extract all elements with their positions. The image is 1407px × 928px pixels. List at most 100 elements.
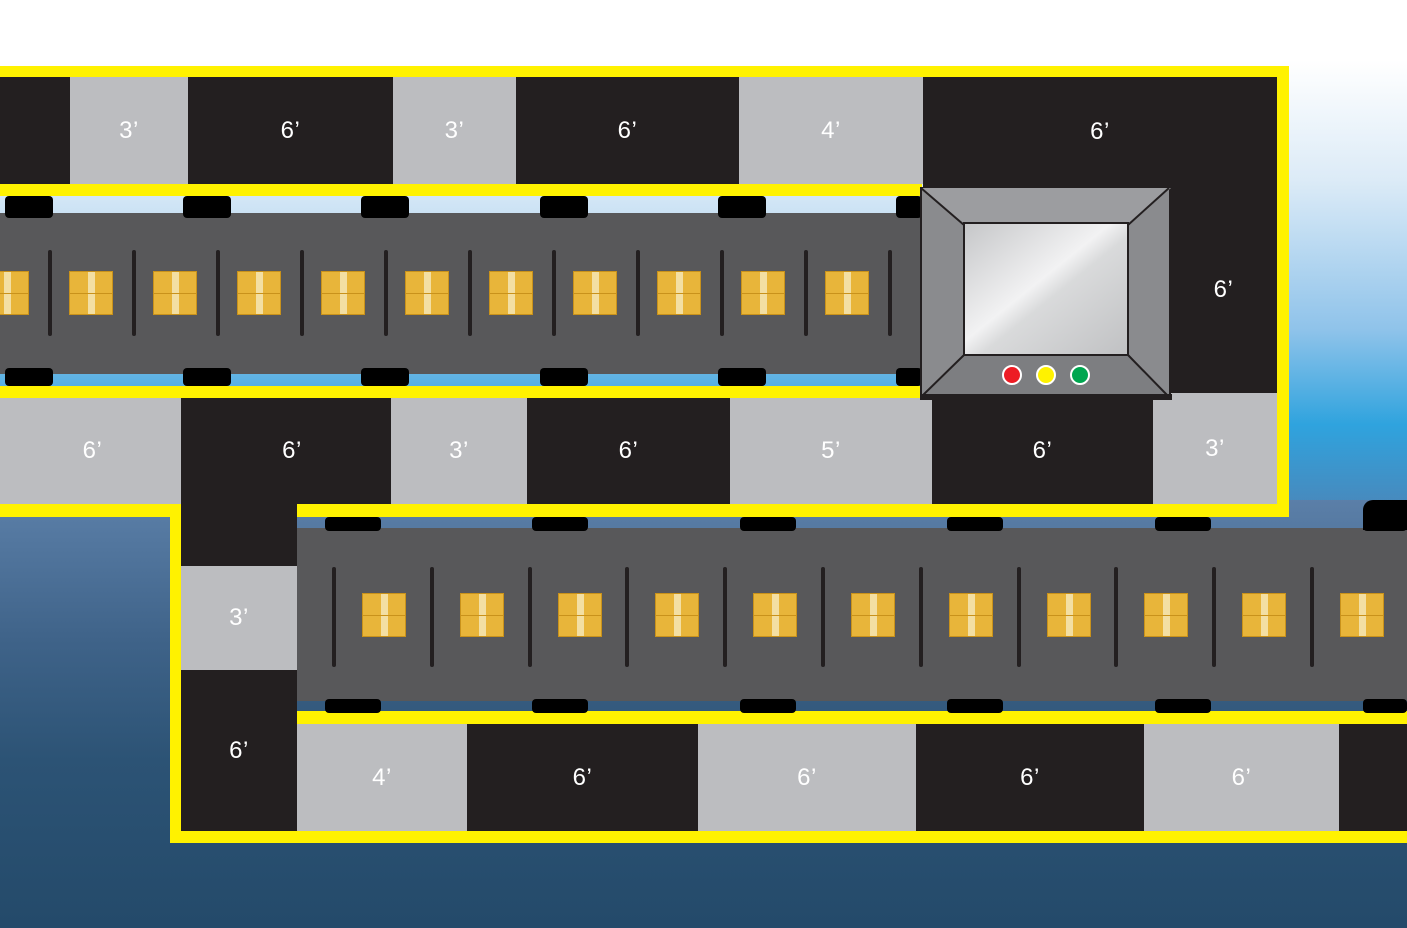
- roller: [183, 196, 231, 218]
- roller: [740, 699, 796, 713]
- roller: [183, 368, 231, 386]
- upper-frame-inner-bottom: [0, 386, 922, 398]
- package-seam: [1145, 615, 1187, 616]
- package: [949, 593, 993, 637]
- segment-top-5: 4’: [739, 77, 923, 184]
- lower-frame-bottom: [170, 831, 1407, 843]
- roller: [5, 196, 53, 218]
- package-seam: [490, 293, 532, 294]
- segment-bottom-7: 3’: [1153, 393, 1277, 504]
- red-indicator-light: [1002, 365, 1022, 385]
- segment-bottom-4: 6’: [527, 398, 730, 504]
- belt-divider: [888, 250, 892, 336]
- package: [237, 271, 281, 315]
- segment-bottom-2: 6’: [181, 398, 391, 504]
- package: [405, 271, 449, 315]
- segment-left-top: [181, 504, 297, 566]
- segment-top-3: 3’: [393, 77, 516, 184]
- segment-top-2: 6’: [188, 77, 393, 184]
- belt-divider: [720, 250, 724, 336]
- package-seam: [742, 293, 784, 294]
- belt-divider: [636, 250, 640, 336]
- yellow-indicator-light: [1036, 365, 1056, 385]
- segment-top-edge: [0, 77, 70, 184]
- segment-bottom-3: 3’: [391, 398, 527, 504]
- belt-divider: [804, 250, 808, 336]
- package: [1144, 593, 1188, 637]
- package-seam: [363, 615, 405, 616]
- roller: [947, 699, 1003, 713]
- package-seam: [1048, 615, 1090, 616]
- package-seam: [1341, 615, 1383, 616]
- roller: [1155, 699, 1211, 713]
- package: [153, 271, 197, 315]
- roller: [325, 517, 381, 531]
- package: [1047, 593, 1091, 637]
- package: [558, 593, 602, 637]
- belt-divider: [625, 567, 630, 667]
- belt-divider: [527, 567, 532, 667]
- belt-divider: [429, 567, 434, 667]
- belt-divider: [468, 250, 472, 336]
- upper-frame-right: [1277, 66, 1289, 517]
- package-seam: [461, 615, 503, 616]
- roller: [896, 368, 922, 386]
- segment-right-1: 6’: [1165, 187, 1277, 393]
- roller: [718, 196, 766, 218]
- segment-left-1: 3’: [181, 566, 297, 670]
- package: [489, 271, 533, 315]
- package: [655, 593, 699, 637]
- package-seam: [658, 293, 700, 294]
- package-seam: [559, 615, 601, 616]
- segment-lower-bottom-edge: [1339, 724, 1407, 831]
- package: [753, 593, 797, 637]
- roller: [1155, 517, 1211, 531]
- belt-divider: [1114, 567, 1119, 667]
- package: [321, 271, 365, 315]
- belt-divider: [332, 567, 336, 667]
- package-seam: [656, 615, 698, 616]
- upper-frame-inner-top: [0, 184, 922, 196]
- belt-divider: [1212, 567, 1217, 667]
- package: [1242, 593, 1286, 637]
- package: [573, 271, 617, 315]
- package: [1340, 593, 1384, 637]
- roller: [325, 699, 381, 713]
- package: [460, 593, 504, 637]
- belt-divider: [1310, 567, 1314, 667]
- segment-lower-bottom-4: 6’: [916, 724, 1144, 831]
- package: [825, 271, 869, 315]
- segment-left-2: 6’: [181, 670, 297, 831]
- segment-lower-bottom-2: 6’: [467, 724, 698, 831]
- segment-lower-bottom-1: 4’: [297, 724, 467, 831]
- package-seam: [574, 293, 616, 294]
- belt-divider: [48, 250, 52, 336]
- package-seam: [0, 293, 28, 294]
- roller: [540, 368, 588, 386]
- package: [69, 271, 113, 315]
- lower-frame-left: [170, 504, 181, 843]
- package-seam: [406, 293, 448, 294]
- monitor-icon: [920, 187, 1172, 400]
- segment-lower-bottom-3: 6’: [698, 724, 916, 831]
- segment-top-6: 6’: [923, 77, 1277, 187]
- belt-divider: [918, 567, 923, 667]
- upper-frame-bottom-right: [297, 504, 1289, 517]
- belt-divider: [216, 250, 220, 336]
- package-seam: [238, 293, 280, 294]
- segment-bottom-1: 6’: [0, 398, 181, 504]
- belt-divider: [1016, 567, 1021, 667]
- package: [0, 271, 29, 315]
- package: [657, 271, 701, 315]
- package-seam: [154, 293, 196, 294]
- roller: [740, 517, 796, 531]
- roller: [532, 699, 588, 713]
- roller: [1363, 500, 1407, 530]
- segment-top-1: 3’: [70, 77, 188, 184]
- segment-top-4: 6’: [516, 77, 739, 184]
- package-seam: [1243, 615, 1285, 616]
- roller: [361, 196, 409, 218]
- package: [741, 271, 785, 315]
- roller: [896, 196, 922, 218]
- package-seam: [70, 293, 112, 294]
